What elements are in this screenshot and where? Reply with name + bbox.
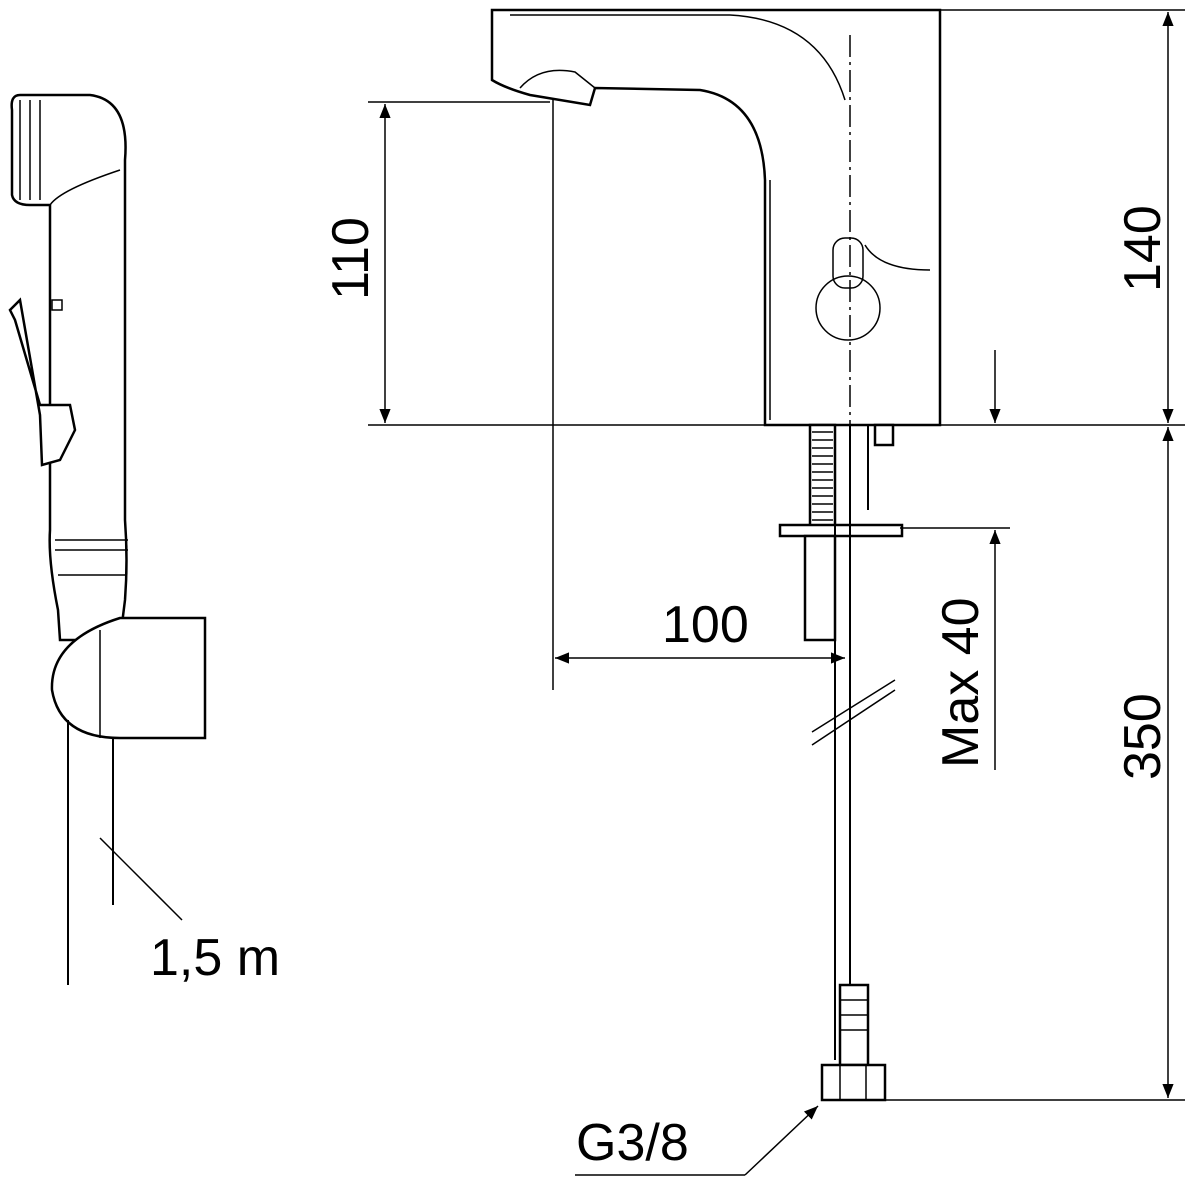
dim-140: 140	[1114, 205, 1172, 292]
dim-max-40: Max 40	[932, 597, 990, 768]
hex-nut-icon	[820, 1063, 887, 1102]
dim-110: 110	[322, 217, 380, 300]
wall-bracket	[50, 616, 207, 740]
hose-length-label: 1,5 m	[150, 929, 280, 987]
hand-shower: 1,5 m	[8, 93, 280, 987]
dim-350: 350	[1114, 693, 1172, 780]
trigger-lever-icon	[8, 297, 77, 467]
thread-label: G3/8	[576, 1114, 689, 1172]
faucet	[490, 8, 942, 1102]
dim-100: 100	[662, 596, 749, 654]
dimensions: 110 140 350 Max 40 100 G3/8	[322, 9, 1185, 1176]
